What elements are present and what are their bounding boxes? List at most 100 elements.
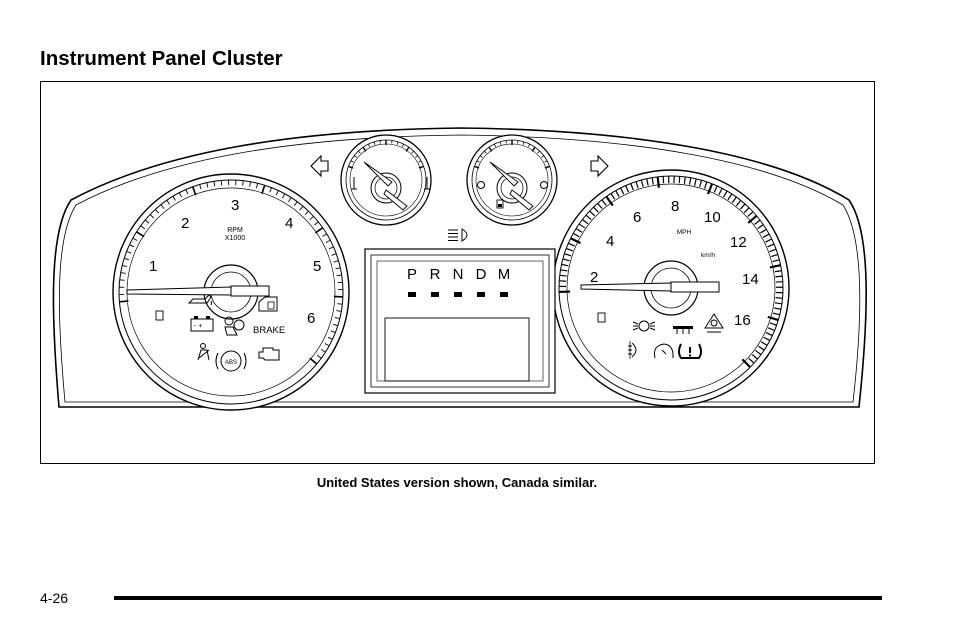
turn-signal-left-icon xyxy=(310,154,329,178)
gauge-tick xyxy=(155,209,160,214)
gauge-tick xyxy=(597,202,603,210)
gauge-tick xyxy=(769,248,777,253)
cluster-housing xyxy=(52,127,867,408)
tach-indicator-square xyxy=(155,310,164,321)
seatbelt-icon xyxy=(197,343,210,361)
gauge-tick xyxy=(336,310,342,312)
gauge-tick xyxy=(570,237,581,245)
gauge-tick xyxy=(564,253,572,257)
gauge-tick xyxy=(136,231,145,238)
gauge-tick xyxy=(678,176,681,184)
gauge-tick xyxy=(765,332,773,337)
gauge-tick xyxy=(129,244,135,248)
gauge-tick xyxy=(334,316,340,320)
gauge-tick xyxy=(743,207,750,214)
gauge-tick xyxy=(336,274,342,277)
gauge-tick xyxy=(765,238,772,243)
figure-caption: United States version shown, Canada simi… xyxy=(316,475,598,490)
gauge-tick xyxy=(484,150,487,154)
gauge-tick xyxy=(124,257,130,261)
gauge-tick xyxy=(144,219,150,224)
gauge-tick xyxy=(735,200,742,207)
gauge-tick xyxy=(402,143,405,147)
gauge-tick xyxy=(140,225,145,230)
gauge-tick xyxy=(333,260,339,263)
speed-number-160: 16 xyxy=(734,312,751,329)
gauge-tick xyxy=(757,224,764,230)
gauge-tick xyxy=(328,246,334,250)
tach-number-4: 4 xyxy=(285,215,293,232)
gear-r: R xyxy=(430,266,441,283)
gauge-tick xyxy=(741,358,751,368)
gauge-tick xyxy=(350,160,354,163)
driver-info-center-screen xyxy=(384,317,530,382)
gauge-tick xyxy=(568,242,575,247)
gauge-tick xyxy=(411,150,414,154)
fog-lamp-icon xyxy=(628,341,637,359)
gauge-tick xyxy=(373,141,376,145)
tachometer: 1 2 3 4 5 6 RPM X1000 - + xyxy=(112,173,350,411)
gauge-tick xyxy=(499,141,502,145)
gauge-tick xyxy=(585,214,592,221)
gauge-tick xyxy=(566,247,573,252)
shift-indicator-display: P R N D M xyxy=(364,248,556,394)
gauge-tick xyxy=(314,227,324,234)
gauge-tick xyxy=(348,165,354,169)
coolant-cold-icon xyxy=(351,177,357,190)
gauge-tick xyxy=(172,196,176,201)
gauge-tick xyxy=(132,237,138,241)
gauge-tick xyxy=(561,263,569,267)
gauge-tick xyxy=(480,155,483,158)
check-engine-icon xyxy=(258,347,280,361)
svg-text:- +: - + xyxy=(194,323,202,330)
gauge-tick xyxy=(767,315,779,322)
gauge-tick xyxy=(531,146,536,152)
gauge-tick xyxy=(337,303,343,305)
cluster-housing-inner xyxy=(58,134,861,403)
gauge-tick xyxy=(327,336,333,340)
gauge-tick xyxy=(747,214,758,224)
gauge-tick xyxy=(242,180,244,186)
gauge-tick xyxy=(332,323,338,327)
gauge-tick xyxy=(213,181,216,187)
speed-number-80: 8 xyxy=(671,198,679,215)
page-number: 4-26 xyxy=(40,590,69,606)
gauge-tick xyxy=(178,192,182,198)
gauge-tick xyxy=(415,155,418,158)
gauge-tick xyxy=(651,177,654,185)
fuel-ticks xyxy=(474,140,550,169)
gauge-tick xyxy=(199,184,202,190)
gauge-tick xyxy=(488,146,493,152)
gauge-tick xyxy=(656,176,660,188)
gauge-tick xyxy=(605,195,614,207)
gauge-tick xyxy=(767,243,775,248)
gauge-tick xyxy=(331,253,337,256)
high-beam-icon xyxy=(632,320,656,332)
gauge-tick xyxy=(322,233,327,237)
gear-p: P xyxy=(407,266,417,283)
gauge-tick xyxy=(559,274,567,277)
tach-number-2: 2 xyxy=(181,215,189,232)
tach-unit-multiplier: X1000 xyxy=(225,235,245,242)
gauge-tick xyxy=(572,232,580,238)
gauge-tick xyxy=(405,146,410,152)
speed-number-140: 14 xyxy=(742,271,759,288)
gear-d: D xyxy=(476,266,487,283)
tach-number-3: 3 xyxy=(231,197,239,214)
gauge-tick xyxy=(640,179,644,187)
speed-unit-mph: MPH xyxy=(677,229,692,236)
gauge-tick xyxy=(694,178,697,186)
speed-number-120: 12 xyxy=(730,234,747,251)
gauge-tick xyxy=(760,228,767,234)
gauge-tick xyxy=(261,184,266,195)
gear-marker-d xyxy=(477,292,485,297)
speedo-indicator-square xyxy=(597,312,606,323)
fuel-gauge xyxy=(466,134,558,226)
gauge-tick xyxy=(620,187,625,195)
gauge-tick xyxy=(275,190,279,196)
service-vehicle-icon xyxy=(653,343,674,359)
gauge-tick xyxy=(771,253,779,258)
speed-unit-kmh: km/h xyxy=(701,252,715,259)
gauge-tick xyxy=(773,307,782,310)
abs-label: ABS xyxy=(225,360,237,366)
